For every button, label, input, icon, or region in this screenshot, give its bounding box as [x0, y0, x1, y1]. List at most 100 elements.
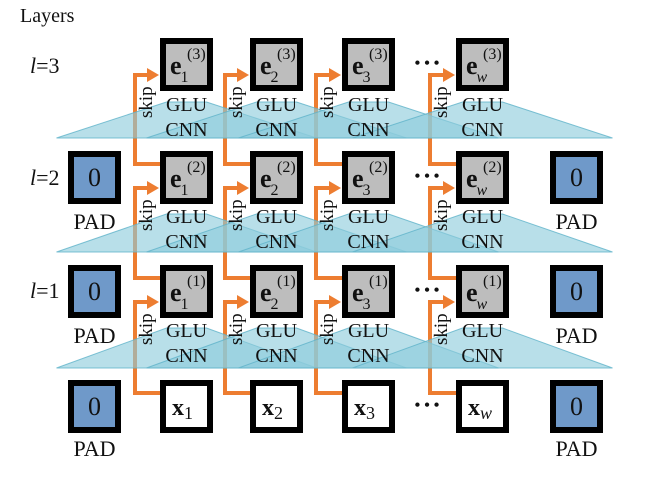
skip-arrow-head: [443, 295, 455, 309]
cnn-label: CNN: [165, 231, 207, 253]
glu-label: GLU: [462, 320, 504, 342]
skip-label: skip: [431, 313, 452, 345]
layer-label-1: l=1: [30, 278, 60, 303]
pad-box-left: [68, 265, 121, 318]
cnn-label: CNN: [255, 119, 297, 141]
embedding-box: [342, 38, 395, 91]
skip-arrow-head: [443, 181, 455, 195]
embedding-symbol: e: [466, 164, 478, 193]
embedding-label: e2: [260, 51, 279, 86]
embedding-subscript: 3: [363, 69, 371, 86]
skip-label: skip: [317, 313, 338, 345]
embedding-label: e1: [170, 278, 189, 313]
pad-box-left: [68, 151, 121, 204]
skip-label: skip: [431, 199, 452, 231]
embedding-subscript: w: [477, 296, 488, 313]
embedding-subscript: 2: [271, 69, 279, 86]
input-label: x2: [262, 395, 283, 423]
cnn-label: CNN: [165, 345, 207, 367]
embedding-box: [160, 38, 213, 91]
input-label: xw: [468, 395, 492, 423]
embedding-symbol: e: [260, 164, 272, 193]
pad-value: 0: [88, 277, 101, 306]
node-boxes: [68, 38, 603, 433]
embedding-box: [160, 151, 213, 204]
pad-value: 0: [570, 392, 583, 421]
glu-label: GLU: [166, 320, 208, 342]
layer-eq: =1: [36, 278, 59, 303]
embedding-box: [456, 265, 509, 318]
diagram-title: Layers: [20, 5, 75, 27]
input-label: x3: [354, 395, 375, 423]
skip-arrow-head: [237, 181, 249, 195]
input-box: [160, 380, 213, 433]
pad-value: 0: [570, 163, 583, 192]
skip-label: skip: [136, 313, 157, 345]
embedding-box: [250, 38, 303, 91]
embedding-label: e1: [170, 164, 189, 199]
ellipsis: • • •: [415, 168, 440, 185]
skip-arrow-head: [147, 295, 159, 309]
embedding-symbol: e: [352, 51, 364, 80]
skip-arrow-head: [147, 181, 159, 195]
embedding-label: e3: [352, 278, 371, 313]
cnn-label: CNN: [461, 345, 503, 367]
embedding-label: e3: [352, 164, 371, 199]
embedding-superscript: (1): [369, 273, 388, 290]
cnn-label: CNN: [165, 119, 207, 141]
pad-box-right: [550, 151, 603, 204]
skip-label: skip: [136, 86, 157, 118]
input-symbol: x: [262, 395, 274, 421]
conv-window-triangle: [352, 327, 613, 369]
pad-value: 0: [88, 392, 101, 421]
embedding-superscript: (2): [369, 159, 388, 176]
embedding-superscript: (1): [483, 273, 502, 290]
embedding-subscript: w: [477, 69, 488, 86]
skip-label: skip: [226, 86, 247, 118]
embedding-box: [250, 151, 303, 204]
skip-label: skip: [226, 313, 247, 345]
embedding-superscript: (1): [187, 273, 206, 290]
embedding-label: ew: [466, 164, 488, 199]
embedding-label: ew: [466, 278, 488, 313]
glu-label: GLU: [462, 94, 504, 116]
conv-window-triangle: [352, 213, 613, 253]
embedding-superscript: (3): [187, 46, 206, 63]
embedding-subscript: 2: [271, 182, 279, 199]
cnn-label: CNN: [255, 231, 297, 253]
conv-windows: [56, 101, 613, 369]
glu-label: GLU: [348, 94, 390, 116]
pad-label: PAD: [74, 436, 116, 461]
ellipsis: • • •: [415, 397, 440, 414]
embedding-superscript: (2): [277, 159, 296, 176]
embedding-box: [342, 265, 395, 318]
embedding-label: e2: [260, 164, 279, 199]
skip-label: skip: [136, 199, 157, 231]
glu-label: GLU: [256, 94, 298, 116]
embedding-symbol: e: [260, 51, 272, 80]
cnn-label: CNN: [347, 119, 389, 141]
cnn-label: CNN: [461, 119, 503, 141]
layer-var: l: [30, 53, 36, 78]
skip-arrow-head: [237, 68, 249, 82]
layer-label-2: l=2: [30, 165, 60, 190]
embedding-symbol: e: [466, 278, 478, 307]
skip-label: skip: [431, 86, 452, 118]
input-symbol: x: [172, 395, 184, 421]
embedding-subscript: 2: [271, 296, 279, 313]
layer-eq: =3: [36, 53, 59, 78]
skip-label: skip: [317, 199, 338, 231]
embedding-subscript: 1: [181, 296, 189, 313]
embedding-superscript: (2): [483, 159, 502, 176]
glu-label: GLU: [256, 320, 298, 342]
input-box: [456, 380, 509, 433]
embedding-box: [342, 151, 395, 204]
skip-label: skip: [317, 86, 338, 118]
embedding-label: e1: [170, 51, 189, 86]
glu-label: GLU: [348, 320, 390, 342]
embedding-box: [160, 265, 213, 318]
input-box: [250, 380, 303, 433]
embedding-label: e3: [352, 51, 371, 86]
glu-label: GLU: [348, 206, 390, 228]
